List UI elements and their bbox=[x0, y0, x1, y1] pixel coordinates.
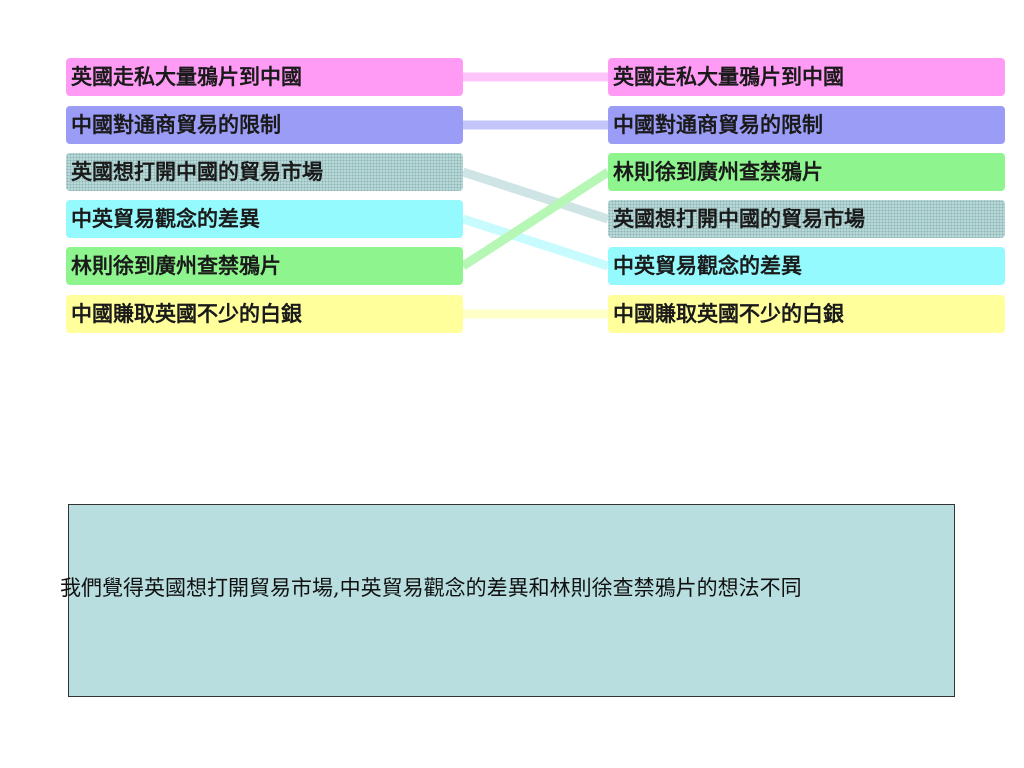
right-item-silver: 中國賺取英國不少的白銀 bbox=[608, 295, 1005, 333]
left-item-silver: 中國賺取英國不少的白銀 bbox=[66, 295, 463, 333]
left-item-open-market: 英國想打開中國的貿易市場 bbox=[66, 153, 463, 191]
right-item-open-market: 英國想打開中國的貿易市場 bbox=[608, 200, 1005, 238]
right-item-trade-restrictions: 中國對通商貿易的限制 bbox=[608, 106, 1005, 144]
left-item-trade-restrictions: 中國對通商貿易的限制 bbox=[66, 106, 463, 144]
conclusion-box bbox=[68, 504, 955, 697]
connector-2 bbox=[461, 167, 610, 224]
right-item-lin-zexu: 林則徐到廣州查禁鴉片 bbox=[608, 153, 1005, 191]
right-item-opium-smuggling: 英國走私大量鴉片到中國 bbox=[608, 58, 1005, 96]
right-item-trade-concepts: 中英貿易觀念的差異 bbox=[608, 247, 1005, 285]
left-item-trade-concepts: 中英貿易觀念的差異 bbox=[66, 200, 463, 238]
connector-4 bbox=[460, 168, 611, 270]
conclusion-text: 我們覺得英國想打開貿易市場,中英貿易觀念的差異和林則徐查禁鴉片的想法不同 bbox=[60, 576, 802, 600]
left-item-lin-zexu: 林則徐到廣州查禁鴉片 bbox=[66, 247, 463, 285]
left-item-opium-smuggling: 英國走私大量鴉片到中國 bbox=[66, 58, 463, 96]
connector-3 bbox=[461, 214, 610, 271]
